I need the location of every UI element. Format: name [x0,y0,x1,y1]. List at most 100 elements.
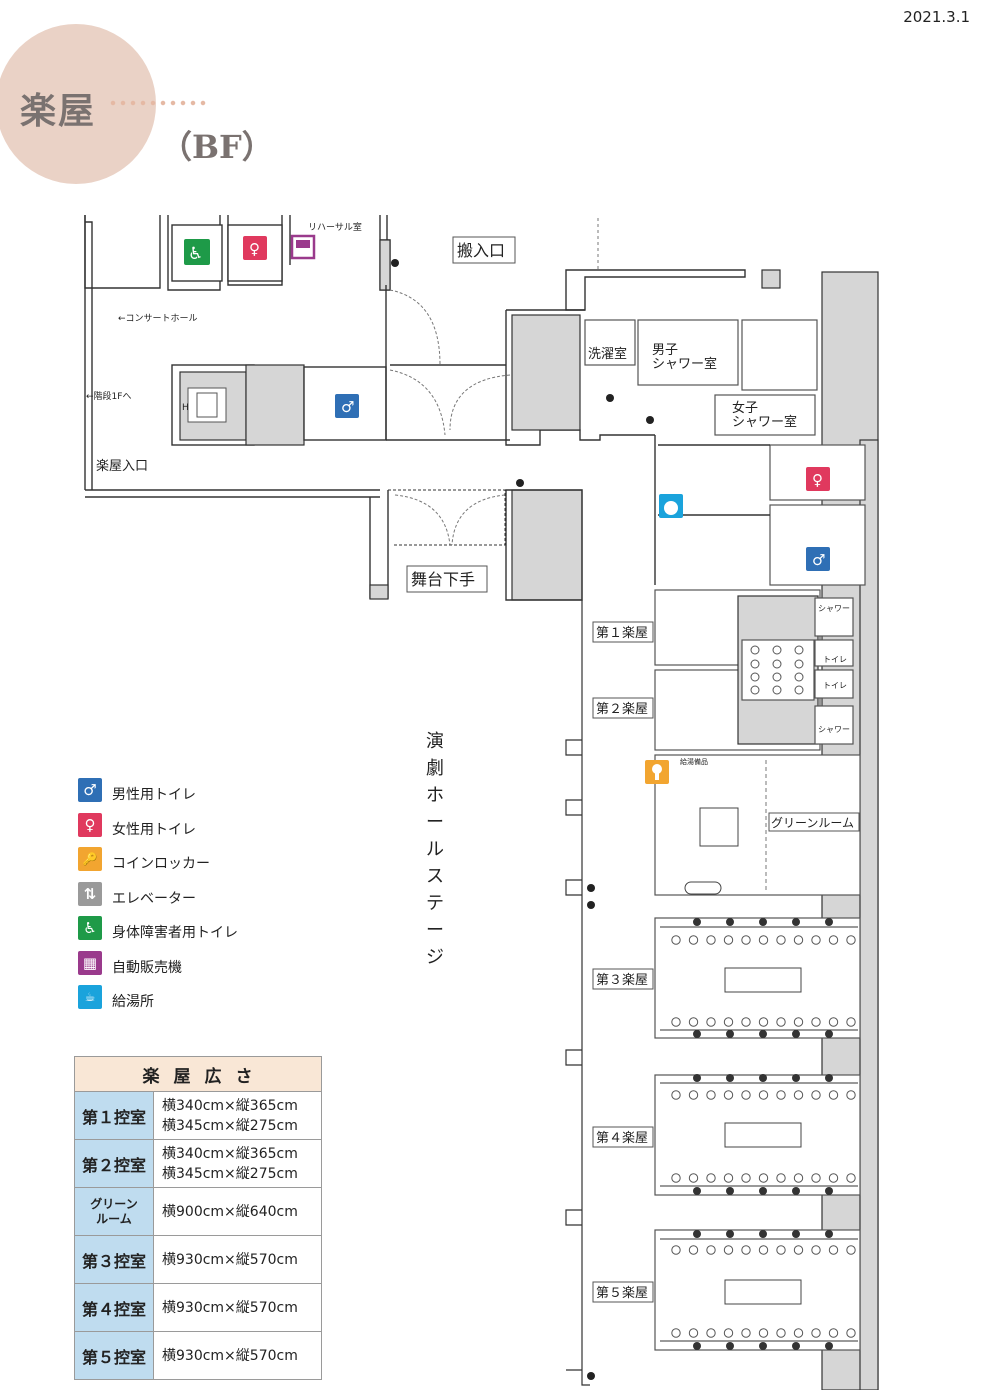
accessible-toilet-icon: ♿ [78,916,102,940]
chair [706,1245,716,1255]
label-room3: 第３楽屋 [596,972,648,988]
chair [793,935,804,945]
chair [772,672,782,682]
chair [671,1090,681,1100]
chair [776,1090,786,1100]
chair [741,1017,751,1027]
label-green-room-entrance: 楽屋入口 [96,458,148,474]
chair [776,1017,786,1027]
chair [758,1017,769,1027]
vending-machine-icon: ▦ [78,950,102,975]
svg-text:♀: ♀ [812,471,823,489]
chair [688,1017,699,1027]
chair [750,672,760,682]
room-name: 第１控室 [74,1091,154,1140]
chair [846,935,856,945]
page-subtitle: （BF） [160,128,274,166]
label-women-shower: 女子シャワー室 [732,400,797,430]
chair [828,935,839,945]
chair [741,1245,751,1255]
chair [688,935,699,945]
chair [706,1017,716,1027]
table-row: 第３控室 横930cm×縦570cm [74,1235,322,1284]
chair [846,1017,856,1027]
chair [772,645,782,655]
stage-label: 演 劇 ホ ー ル ス テ ー ジ [426,731,444,968]
chair [723,935,734,945]
chair [723,1328,734,1338]
coin-locker-icon: 🔑 [78,847,102,871]
table-row: 第４控室 横930cm×縦570cm [74,1283,322,1332]
chair [776,935,786,945]
chair [750,685,760,695]
female-toilet-icon: ♀ [243,236,267,260]
chair [723,1173,734,1183]
chair [828,1090,839,1100]
chair [811,1245,821,1255]
elevator-h-label: H [182,403,189,413]
chair [794,659,804,669]
chair [723,1090,734,1100]
svg-text:♂: ♂ [341,398,354,416]
chair [793,1173,804,1183]
chair [828,1245,839,1255]
coin-locker-icon [645,760,669,784]
chair [758,1090,769,1100]
room-size: 横930cm×縦570cm [153,1283,322,1332]
hot-water-icon: ☕ [78,985,102,1009]
page-title: 楽屋 [20,90,97,132]
date: 2021.3.1 [903,8,970,26]
chair [793,1090,804,1100]
chair [671,1328,681,1338]
chair [688,1328,699,1338]
hot-water-icon [659,494,683,518]
chair [741,1328,751,1338]
chair [811,1017,821,1027]
room-size: 横930cm×縦570cm [153,1235,322,1284]
chair [793,1245,804,1255]
chair [671,1017,681,1027]
chair [794,672,804,682]
label-rehearsal: リハーサル室 [308,221,362,233]
label-room4: 第４楽屋 [596,1130,648,1146]
chair [750,659,760,669]
chair-group [671,645,856,1338]
chair [758,1245,769,1255]
chair [706,1328,716,1338]
chair [776,1173,786,1183]
label-room2: 第２楽屋 [596,701,648,717]
room-name: 第４控室 [74,1283,154,1332]
chair [671,935,681,945]
chair [846,1090,856,1100]
chair [741,935,751,945]
chair [688,1173,699,1183]
elevator-icon: ⇅ [78,881,102,906]
chair [758,1328,769,1338]
label-toilet-1: トイレ [823,655,847,664]
title-dots [108,100,208,106]
chair [793,1328,804,1338]
chair [706,1090,716,1100]
male-toilet-icon: ♂ [335,394,359,418]
svg-text:♂: ♂ [812,551,825,569]
chair [811,1090,821,1100]
chair [741,1173,751,1183]
label-shower-2: シャワー [818,725,850,734]
chair [688,1090,699,1100]
chair [846,1173,856,1183]
chair [811,935,821,945]
chair [776,1328,786,1338]
chair [688,1245,699,1255]
label-men-shower: 男子シャワー室 [652,343,717,372]
room-size: 横900cm×縦640cm [153,1187,322,1236]
chair [793,1017,804,1027]
chair [723,1245,734,1255]
room-name: 第３控室 [74,1235,154,1284]
female-toilet-icon: ♀ [806,467,830,491]
